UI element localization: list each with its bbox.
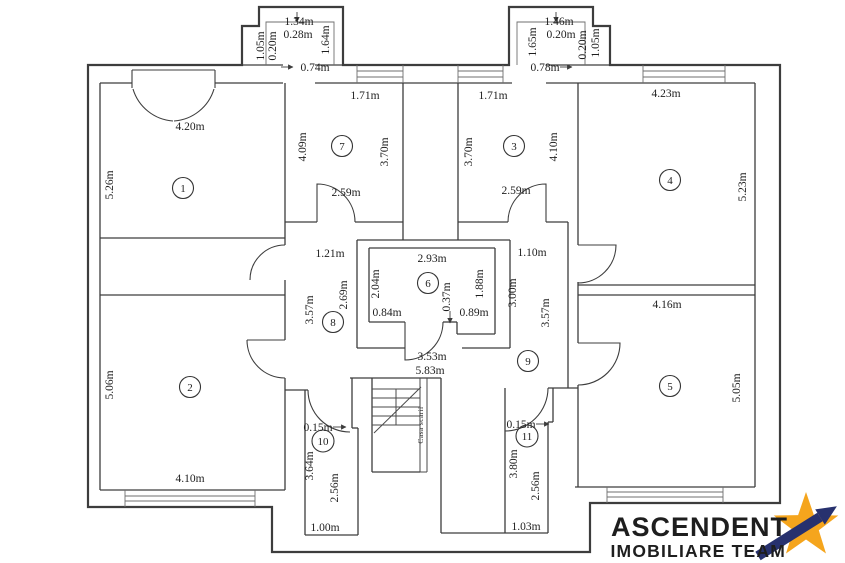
dim-room4-height: 5.23m (737, 172, 749, 201)
door-room2 (246, 339, 286, 379)
room-number-4: 4 (658, 168, 682, 192)
dim-room3-top: 1.71m (478, 90, 507, 102)
dim-room1-width: 4.20m (175, 121, 204, 133)
room-number-7: 7 (330, 134, 354, 158)
dim-hall-width: 3.53m (417, 351, 446, 363)
svg-text:5: 5 (667, 381, 673, 393)
dim-balcony-right-width: 1.46m (544, 16, 573, 28)
svg-text:11: 11 (522, 431, 533, 443)
dim-room8-top: 1.21m (315, 248, 344, 260)
room-number-5: 5 (658, 374, 682, 398)
room-number-1: 1 (171, 176, 195, 200)
dimension-arrows (281, 12, 573, 430)
svg-text:9: 9 (525, 356, 531, 368)
dim-balcony-right-inset: 0.20m (546, 29, 575, 41)
dim-room1-height: 5.26m (104, 170, 116, 199)
dim-room7-right: 3.70m (379, 137, 391, 166)
dim-balcony-right-door: 0.78m (530, 62, 559, 74)
dim-balcony-left-inset: 0.28m (283, 29, 312, 41)
doors (131, 69, 621, 433)
dim-room7-top: 1.71m (350, 90, 379, 102)
svg-text:10: 10 (318, 436, 330, 448)
dim-room10-right: 2.56m (329, 473, 341, 502)
door-room11 (504, 387, 549, 432)
logo-arrow-icon (755, 506, 837, 561)
room-number-9: 9 (516, 349, 540, 373)
dim-room4-width: 4.23m (651, 88, 680, 100)
exterior-walls (86, 5, 782, 554)
dim-balcony-right-side-b: 0.20m (577, 30, 589, 59)
logo-tagline-text: IMOBILIARE TEAM (611, 541, 787, 561)
door-room7 (316, 183, 356, 223)
dim-room2-width: 4.10m (175, 473, 204, 485)
room-number-10: 10 (311, 429, 335, 453)
dimension-labels: 1.34m 0.28m 0.74m 1.46m 0.20m 0.78m 1.71… (175, 16, 681, 534)
logo-brand-text: ASCENDENT (611, 512, 788, 542)
dim-balcony-left-side-c: 1.64m (320, 25, 332, 54)
dim-room10-left: 3.64m (304, 451, 316, 480)
door-room3 (507, 183, 547, 223)
room-number-6: 6 (416, 271, 440, 295)
dim-room6-left: 2.04m (370, 269, 382, 298)
svg-text:2: 2 (187, 382, 193, 394)
room-number-11: 11 (515, 424, 539, 448)
dim-room8-height2: 2.69m (338, 280, 350, 309)
dim-room6-top: 2.93m (417, 253, 446, 265)
dim-room5-height: 5.05m (731, 373, 743, 402)
room-number-2: 2 (178, 375, 202, 399)
dim-room3-right: 4.10m (548, 132, 560, 161)
dim-balcony-left-door: 0.74m (300, 62, 329, 74)
dim-room6-bottom-left: 0.84m (372, 307, 401, 319)
french-door-room1 (131, 69, 216, 122)
dim-room6-step: 0.37m (441, 282, 453, 311)
svg-text:4: 4 (667, 175, 673, 187)
dim-hall-total: 5.83m (415, 365, 444, 377)
svg-text:3: 3 (511, 141, 517, 153)
dim-balcony-left-width: 1.34m (284, 16, 313, 28)
dim-room5-width: 4.16m (652, 299, 681, 311)
dim-room10-bottom: 1.00m (310, 522, 339, 534)
dimension-labels-vertical: 1.05m 0.20m 1.64m 1.65m 0.20m 1.05m 5.26… (104, 25, 749, 502)
stairs (372, 378, 428, 473)
dim-room9-height: 3.00m (507, 278, 519, 307)
dim-room2-height: 5.06m (104, 370, 116, 399)
dim-room6-bottom-right: 0.89m (459, 307, 488, 319)
dim-room3-left: 3.70m (463, 137, 475, 166)
dim-room7-left: 4.09m (297, 132, 309, 161)
door-vestibule (249, 244, 286, 281)
dim-room11-left: 3.80m (508, 449, 520, 478)
dim-room9-top: 1.10m (517, 247, 546, 259)
dim-room3-bottom: 2.59m (501, 185, 530, 197)
dim-room11-right: 2.56m (530, 471, 542, 500)
dim-room6-right: 1.88m (474, 269, 486, 298)
interior-walls (100, 83, 755, 536)
stairwell-label: Casa scarii (416, 406, 425, 443)
dim-room11-step: 0.15m (506, 419, 535, 431)
svg-text:8: 8 (330, 317, 336, 329)
svg-text:7: 7 (339, 141, 345, 153)
svg-text:1: 1 (180, 183, 186, 195)
svg-text:6: 6 (425, 278, 431, 290)
dim-balcony-left-side-b: 0.20m (267, 31, 279, 60)
door-room5 (577, 342, 621, 386)
dim-room11-bottom: 1.03m (511, 521, 540, 533)
windows (124, 21, 726, 507)
dim-balcony-left-side-a: 1.05m (255, 31, 267, 60)
door-room6 (404, 321, 444, 361)
dim-balcony-right-side-a: 1.65m (527, 27, 539, 56)
room-number-8: 8 (321, 310, 345, 334)
dim-balcony-right-side-c: 1.05m (590, 28, 602, 57)
dim-room8-height: 3.57m (304, 295, 316, 324)
dim-room9-height2: 3.57m (540, 298, 552, 327)
door-room10 (307, 389, 351, 433)
dim-room10-step: 0.15m (303, 422, 332, 434)
logo: ASCENDENT IMOBILIARE TEAM (611, 492, 839, 561)
room-numbers: 1 2 3 4 5 6 7 8 9 10 11 (171, 134, 682, 453)
door-room4 (577, 244, 617, 284)
room-number-3: 3 (502, 134, 526, 158)
dim-room7-bottom: 2.59m (331, 187, 360, 199)
